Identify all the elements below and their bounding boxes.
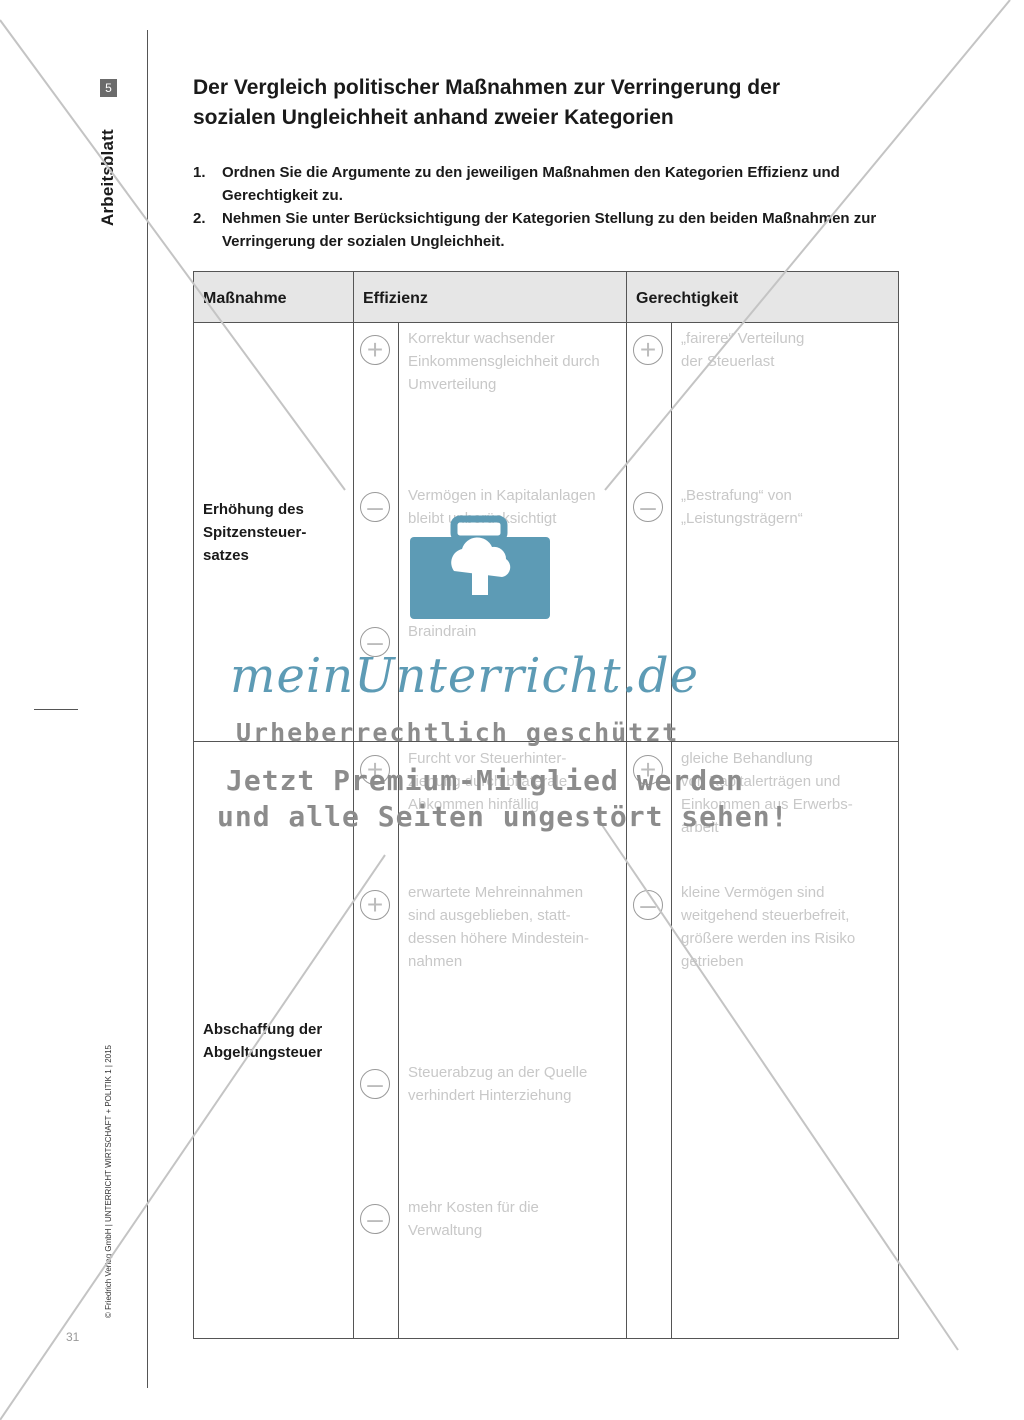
task-text: Ordnen Sie die Argumente zu den jeweilig… [222, 164, 840, 204]
measure-line: satzes [203, 547, 249, 564]
row-divider [194, 741, 898, 742]
task-number: 1. [193, 164, 206, 181]
page-number: 31 [66, 1330, 80, 1344]
argument-line: dessen höhere Mindestein- [408, 930, 589, 947]
title-line: Der Vergleich politischer Maßnahmen zur … [193, 76, 780, 99]
header-effizienz: Effizienz [363, 290, 428, 307]
argument-line: Abkommen hinfällig [408, 796, 539, 813]
argument-line: nahmen [408, 953, 463, 970]
argument-line: Vermögen in Kapitalanlagen [408, 487, 596, 504]
argument-text: mehr Kosten für die Verwaltung [408, 1196, 539, 1242]
measure-cell: Erhöhung des Spitzensteuer- satzes [203, 498, 306, 567]
argument-text: Steuerabzug an der Quelle verhindert Hin… [408, 1061, 587, 1107]
argument-text: „Bestrafung“ von „Leistungsträgern“ [681, 484, 803, 530]
plus-icon: + [633, 335, 663, 365]
argument-line: weitgehend steuerbefreit, [681, 907, 850, 924]
argument-line: der Steuerlast [681, 353, 775, 370]
argument-line: Umverteilung [408, 376, 497, 393]
header-massnahme: Maßnahme [203, 290, 287, 307]
table-header: Maßnahme Effizienz Gerechtigkeit [194, 272, 898, 323]
minus-icon: – [360, 627, 390, 657]
argument-line: Furcht vor Steuerhinter- [408, 750, 567, 767]
margin-tick [34, 709, 78, 710]
argument-line: getrieben [681, 953, 744, 970]
worksheet-number-badge: 5 [100, 79, 117, 97]
watermark-logo: meinUnterricht.de [230, 648, 699, 704]
header-gerechtigkeit: Gerechtigkeit [636, 290, 739, 307]
plus-icon: + [633, 755, 663, 785]
argument-text: Furcht vor Steuerhinter- ziehung durch b… [408, 747, 567, 816]
argument-line: Steuerabzug an der Quelle [408, 1064, 588, 1081]
argument-line: „fairere“ Verteilung [681, 330, 805, 347]
briefcase-icon [410, 515, 550, 619]
argument-line: „Leistungsträgern“ [681, 510, 803, 527]
watermark-premium-text: Jetzt Premium-Mitglied werden [226, 764, 744, 797]
argument-text: kleine Vermögen sind weitgehend steuerbe… [681, 881, 855, 973]
measure-cell: Abschaffung der Abgeltungsteuer [203, 1018, 322, 1064]
argument-text: gleiche Behandlung von Kapitalerträgen u… [681, 747, 853, 839]
plus-icon: + [360, 335, 390, 365]
argument-line: gleiche Behandlung [681, 750, 813, 767]
measure-line: Abschaffung der [203, 1021, 323, 1038]
minus-icon: – [633, 890, 663, 920]
task-item: 1. Ordnen Sie die Argumente zu den jeweil… [193, 161, 913, 207]
measure-line: Abgeltungsteuer [203, 1044, 323, 1061]
argument-line: Einkommen aus Erwerbs- [681, 796, 853, 813]
argument-line: Korrektur wachsender [408, 330, 555, 347]
task-text: Nehmen Sie unter Berücksichtigung der Ka… [222, 210, 877, 250]
task-item: 2. Nehmen Sie unter Berücksichtigung der … [193, 207, 913, 253]
argument-text: Braindrain [408, 620, 476, 643]
argument-line: ziehung durch bilaterale [408, 773, 568, 790]
argument-text: Korrektur wachsender Einkommensgleichhei… [408, 327, 600, 396]
symbol-column-divider [398, 322, 399, 1338]
task-number: 2. [193, 210, 206, 227]
measure-line: Erhöhung des [203, 501, 304, 518]
argument-line: Braindrain [408, 623, 477, 640]
minus-icon: – [360, 1204, 390, 1234]
plus-icon: + [360, 755, 390, 785]
minus-icon: – [360, 1069, 390, 1099]
argument-line: Einkommensgleichheit durch [408, 353, 600, 370]
minus-icon: – [360, 492, 390, 522]
argument-line: größere werden ins Risiko [681, 930, 856, 947]
measure-line: Spitzensteuer- [203, 524, 307, 541]
worksheet-label: Arbeitsblatt [98, 129, 117, 226]
watermark-copyright-text: Urheberrechtlich geschützt [236, 718, 680, 747]
plus-icon: + [360, 890, 390, 920]
margin-rule [147, 30, 148, 1388]
argument-line: mehr Kosten für die [408, 1199, 539, 1216]
argument-line: von Kapitalerträgen und [681, 773, 841, 790]
argument-line: „Bestrafung“ von [681, 487, 792, 504]
argument-line: kleine Vermögen sind [681, 884, 825, 901]
column-divider [626, 272, 627, 1338]
task-list: 1. Ordnen Sie die Argumente zu den jeweil… [193, 161, 913, 253]
argument-line: verhindert Hinterziehung [408, 1087, 572, 1104]
page-title: Der Vergleich politischer Maßnahmen zur … [193, 73, 913, 133]
copyright-notice: © Friedrich Verlag GmbH | UNTERRICHT WIR… [104, 1044, 113, 1318]
title-line: sozialen Ungleichheit anhand zweier Kate… [193, 106, 674, 129]
argument-text: „fairere“ Verteilung der Steuerlast [681, 327, 804, 373]
argument-text: erwartete Mehreinnahmen sind ausgebliebe… [408, 881, 589, 973]
argument-line: erwartete Mehreinnahmen [408, 884, 584, 901]
argument-line: Verwaltung [408, 1222, 483, 1239]
column-divider [353, 272, 354, 1338]
watermark-premium-text: und alle Seiten ungestört sehen! [217, 800, 789, 833]
minus-icon: – [633, 492, 663, 522]
argument-line: sind ausgeblieben, statt- [408, 907, 571, 924]
